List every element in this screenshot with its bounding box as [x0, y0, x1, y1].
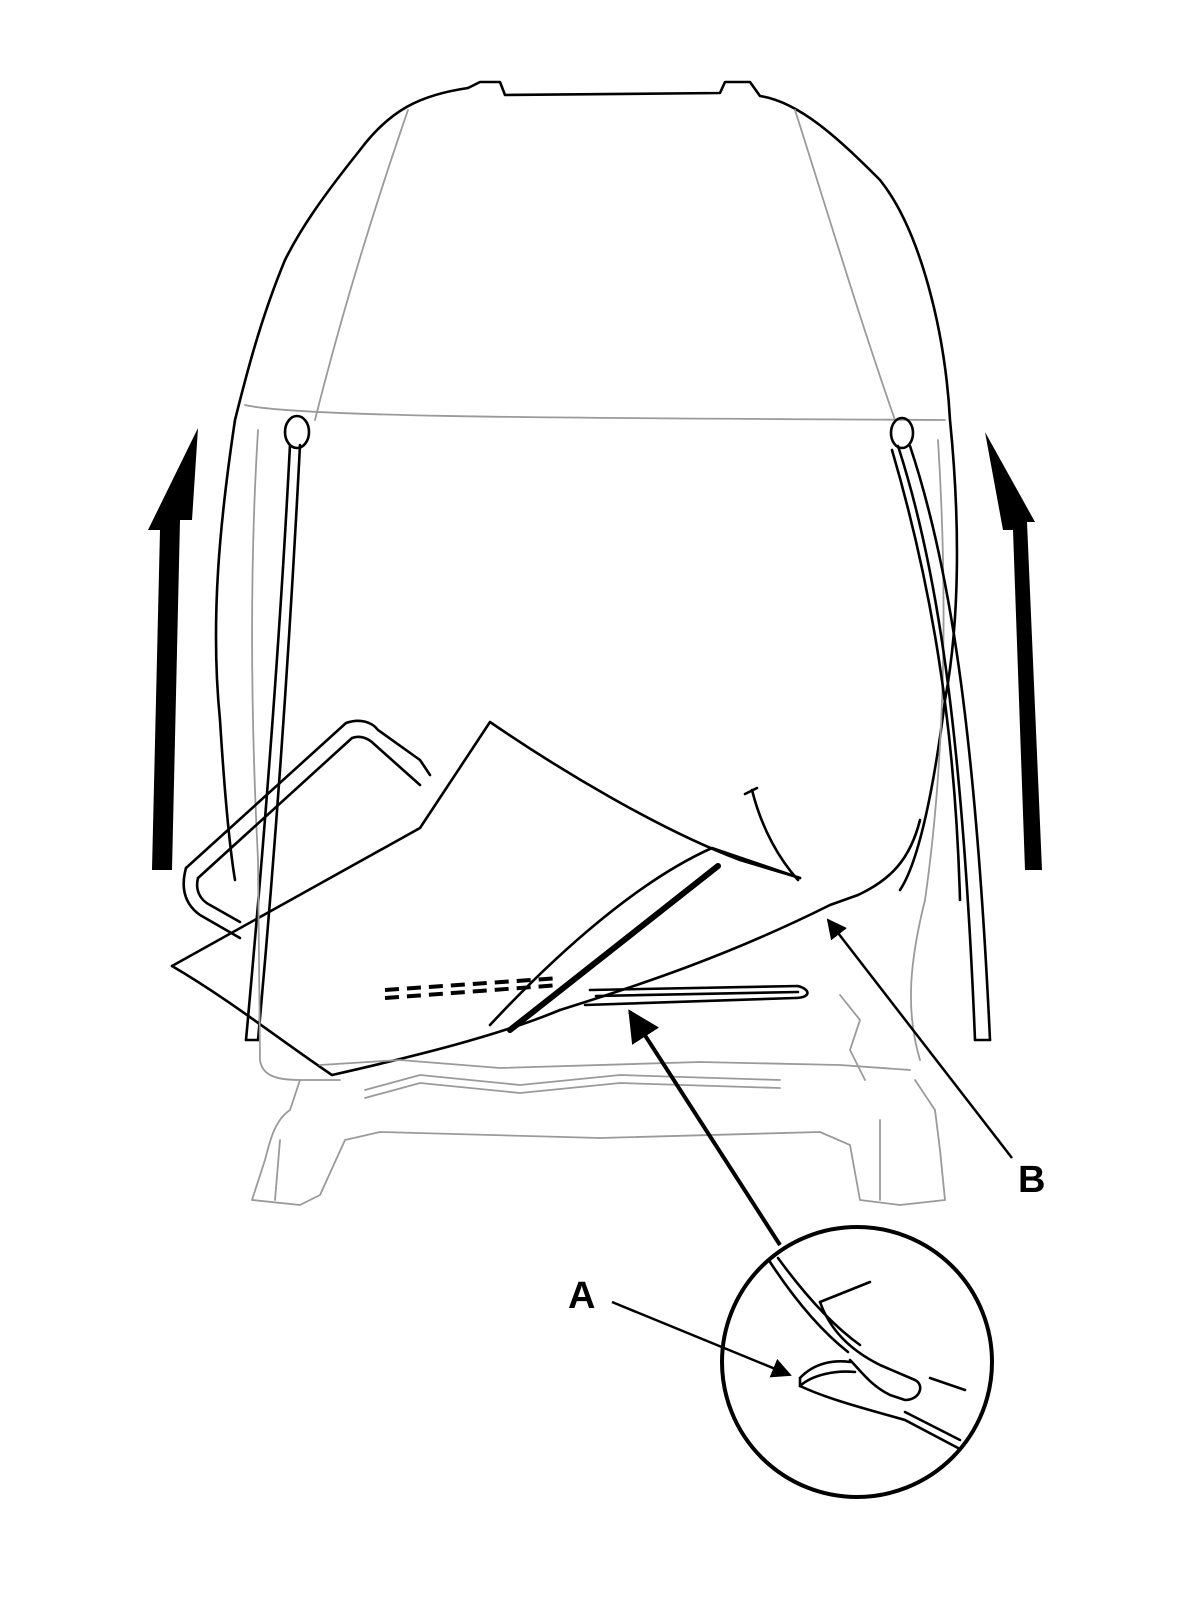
- frame-bracket: [182, 719, 432, 940]
- hook-channel: [384, 976, 809, 1007]
- callout-a: A: [568, 1275, 792, 1378]
- callout-b: B: [826, 918, 1045, 1201]
- left-retaining-wire: [244, 414, 311, 1042]
- detail-magnified-view: [720, 1225, 994, 1499]
- right-retaining-wire: [889, 416, 992, 1042]
- seat-back: [214, 80, 959, 1061]
- detail-leader: [628, 1009, 782, 1247]
- callout-a-label: A: [568, 1275, 595, 1317]
- lift-arrow-left: [148, 428, 198, 870]
- callout-b-label: B: [1018, 1159, 1045, 1201]
- seat-base-frame: [251, 859, 946, 1206]
- lift-arrow-right: [985, 432, 1042, 870]
- seat-cover-flap: [170, 720, 922, 1077]
